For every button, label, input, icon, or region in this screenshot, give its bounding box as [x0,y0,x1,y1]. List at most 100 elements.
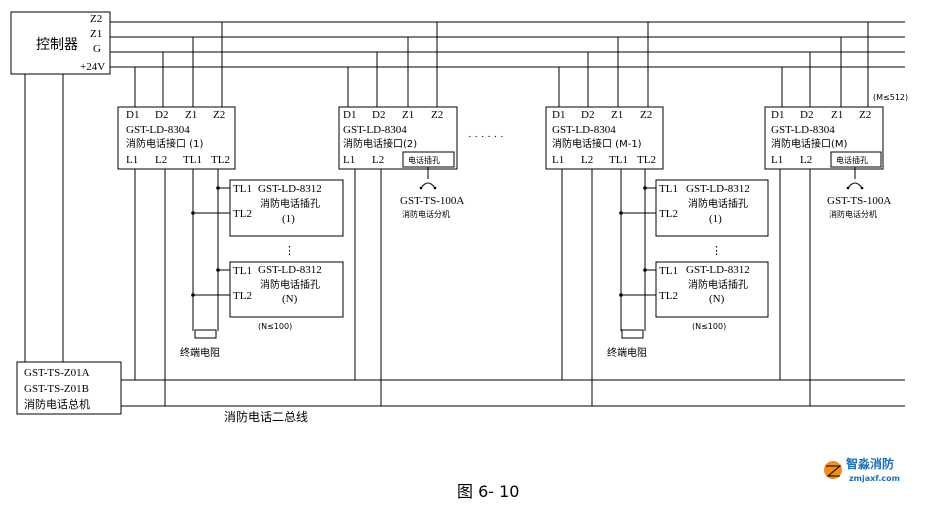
terminal-d1: D1 [343,109,356,121]
bus-label: 消防电话二总线 [224,409,308,424]
jack-label: 电话插孔 [836,155,868,165]
jack-module-1-last: TL1 TL2 GST-LD-8312 消防电话插孔 (N) [229,261,344,318]
extension-model: GST-TS-100A [400,195,464,207]
terminal-d2: D2 [155,109,168,121]
jack-wiring-1 [191,169,230,339]
interface-module-m: D1 D2 Z1 Z2 GST-LD-8304 消防电话接口(M) L1 L2 … [764,22,891,406]
jack-model: GST-LD-8312 [258,183,322,195]
terminator-label: 终端电阻 [607,346,647,359]
terminal-z2: Z2 [859,109,871,121]
watermark-name: 智淼消防 [845,456,894,471]
terminal-d2: D2 [800,109,813,121]
ellipsis: · · · · · · [468,131,504,143]
host-line2: GST-TS-Z01B [24,383,89,395]
terminal-d2: D2 [372,109,385,121]
terminal-d1: D1 [771,109,784,121]
jack-terminal-tl2: TL2 [233,290,252,302]
jack-terminal-tl1: TL1 [233,183,252,195]
terminal-l1: L1 [552,154,564,166]
jack-name: 消防电话插孔 [688,197,748,210]
terminal-l2: L2 [800,154,812,166]
controller-box [10,11,111,75]
module-model: GST-LD-8304 [343,124,407,136]
jack-terminal-tl2: TL2 [659,208,678,220]
terminal-d1: D1 [126,109,139,121]
terminal-d1: D1 [552,109,565,121]
terminal-l1: L1 [126,154,138,166]
jack-model: GST-LD-8312 [686,183,750,195]
terminal-l2: L2 [372,154,384,166]
jack-terminal-tl1: TL1 [659,183,678,195]
jack-name: 消防电话插孔 [260,197,320,210]
jack-name: 消防电话插孔 [260,278,320,291]
module-model: GST-LD-8304 [771,124,835,136]
terminal-tl2: TL2 [637,154,656,166]
interface-module-1: D1 D2 Z1 Z2 GST-LD-8304 消防电话接口 (1) L1 L2… [117,22,236,406]
host-box [16,361,122,415]
jack-terminal-tl1: TL1 [659,265,678,277]
terminal-tl2: TL2 [211,154,230,166]
jack-terminal-tl1: TL1 [233,265,252,277]
terminator-resistor [621,329,644,339]
bus-label-g: G [93,43,101,55]
terminal-d2: D2 [581,109,594,121]
jack-terminal-tl2: TL2 [659,290,678,302]
terminal-l2: L2 [155,154,167,166]
module-name: 消防电话接口 (1) [126,137,203,150]
jack-model: GST-LD-8312 [686,264,750,276]
jack-terminal-tl2: TL2 [233,208,252,220]
jack-limit: (N≤100) [692,322,726,331]
host-line1: GST-TS-Z01A [24,367,90,379]
terminal-l2: L2 [581,154,593,166]
jack-index: (N) [709,293,725,305]
jack-module-1-first: TL1 TL2 GST-LD-8312 消防电话插孔 (1) [229,179,344,237]
extension-name: 消防电话分机 [402,209,450,219]
bus-label-z2: Z2 [90,13,102,25]
terminal-z1: Z1 [611,109,623,121]
jack-module-m-1-last: TL1 TL2 GST-LD-8312 消防电话插孔 (N) [655,261,769,318]
terminal-l1: L1 [343,154,355,166]
terminal-tl1: TL1 [609,154,628,166]
controller-buses [110,21,905,68]
module-name: 消防电话接口(2) [343,137,417,150]
module-name: 消防电话接口 (M-1) [552,137,642,150]
controller-label: 控制器 [36,37,78,53]
bus-label-z1: Z1 [90,28,102,40]
terminator-resistor [194,329,217,339]
terminal-z1: Z1 [185,109,197,121]
extension-model: GST-TS-100A [827,195,891,207]
extension-name: 消防电话分机 [829,209,877,219]
terminal-z2: Z2 [431,109,443,121]
host-line3: 消防电话总机 [24,397,90,411]
jack-index: (1) [709,213,722,225]
handset-icon [420,182,436,189]
jack-module-m-1-first: TL1 TL2 GST-LD-8312 消防电话插孔 (1) [655,179,769,237]
jack-index: (N) [282,293,298,305]
watermark-url: zmjaxf.com [849,474,900,483]
terminal-z2: Z2 [640,109,652,121]
jack-index: (1) [282,213,295,225]
jack-limit: (N≤100) [258,322,292,331]
terminal-z2: Z2 [213,109,225,121]
telephone-bus [121,379,905,407]
jack-name: 消防电话插孔 [688,278,748,291]
bus-label-24v: +24V [80,61,105,73]
vdots: ⋮ [284,245,295,257]
terminal-z1: Z1 [831,109,843,121]
figure-label: 图 6- 10 [457,482,520,501]
limit-m: (M≤512) [873,93,908,102]
interface-module-2: D1 D2 Z1 Z2 GST-LD-8304 消防电话接口(2) L1 L2 … [338,22,464,406]
jack-model: GST-LD-8312 [258,264,322,276]
module-name: 消防电话接口(M) [771,137,848,150]
module-model: GST-LD-8304 [126,124,190,136]
terminal-l1: L1 [771,154,783,166]
jack-wiring-m-1 [619,169,656,339]
terminator-label: 终端电阻 [180,346,220,359]
handset-icon [847,182,863,189]
terminal-tl1: TL1 [183,154,202,166]
interface-module-m-1: D1 D2 Z1 Z2 GST-LD-8304 消防电话接口 (M-1) L1 … [545,22,664,406]
module-model: GST-LD-8304 [552,124,616,136]
vdots: ⋮ [711,245,722,257]
terminal-z1: Z1 [402,109,414,121]
